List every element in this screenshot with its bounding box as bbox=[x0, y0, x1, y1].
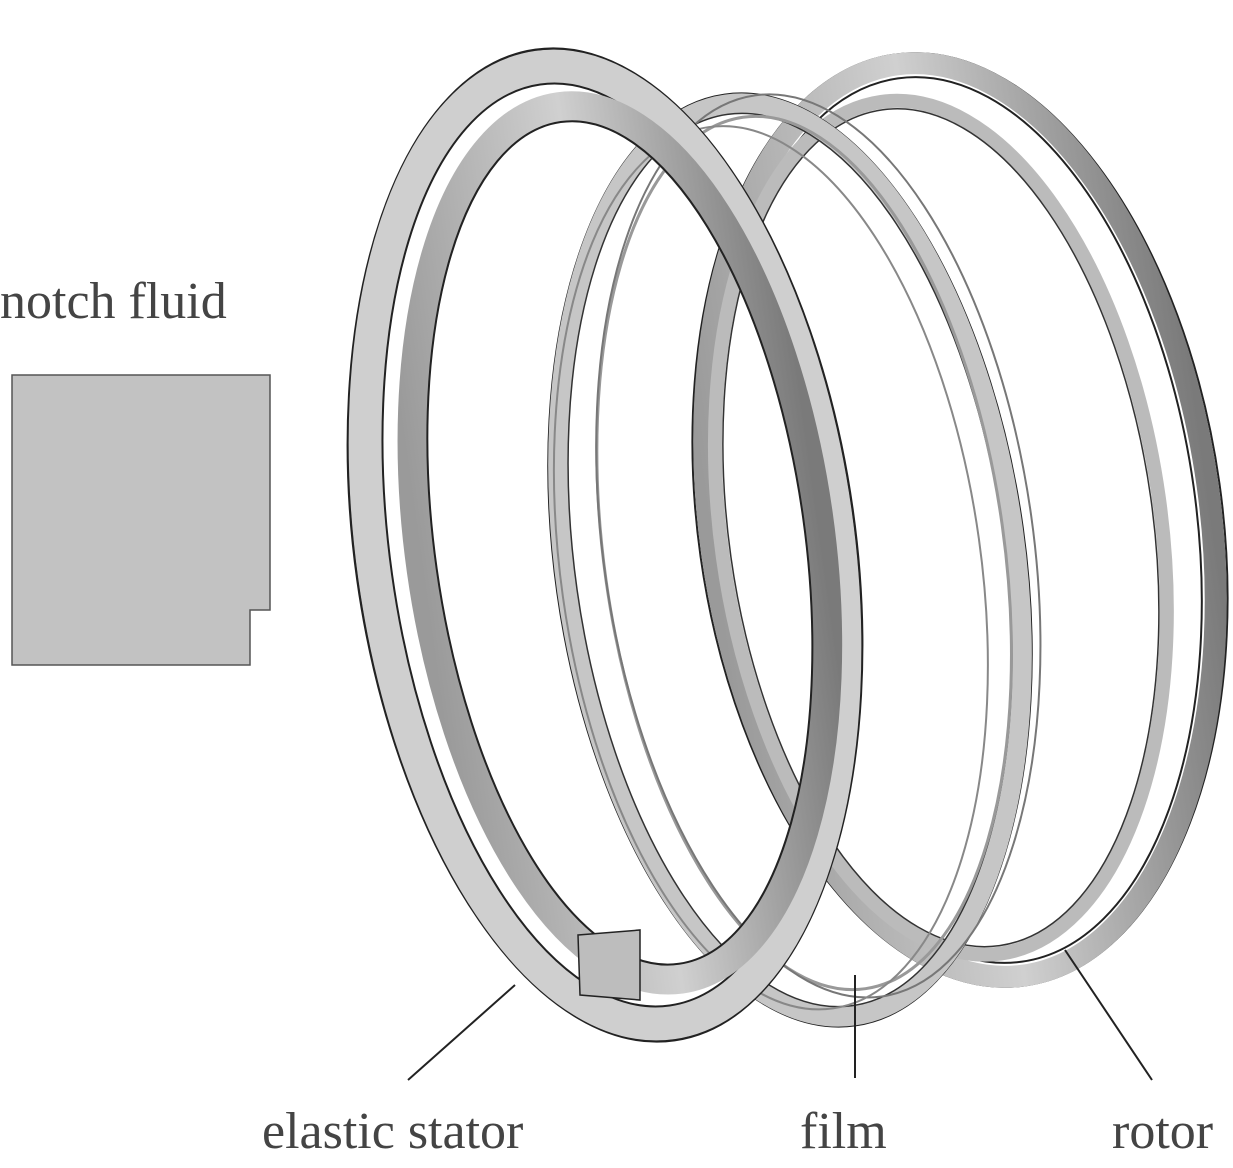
notch-fluid-block bbox=[11, 374, 271, 666]
notch-fluid-label: notch fluid bbox=[0, 273, 227, 330]
elastic-stator-label: elastic stator bbox=[262, 1103, 524, 1160]
film-label: film bbox=[800, 1103, 887, 1160]
rotor-leader bbox=[1064, 949, 1153, 1081]
stator-cut-face bbox=[577, 929, 641, 1001]
rotor-ring bbox=[691, 52, 1229, 988]
elastic-stator-leader bbox=[407, 984, 516, 1081]
elastic-stator-ring bbox=[346, 47, 864, 1043]
rotor-label: rotor bbox=[1112, 1103, 1214, 1160]
